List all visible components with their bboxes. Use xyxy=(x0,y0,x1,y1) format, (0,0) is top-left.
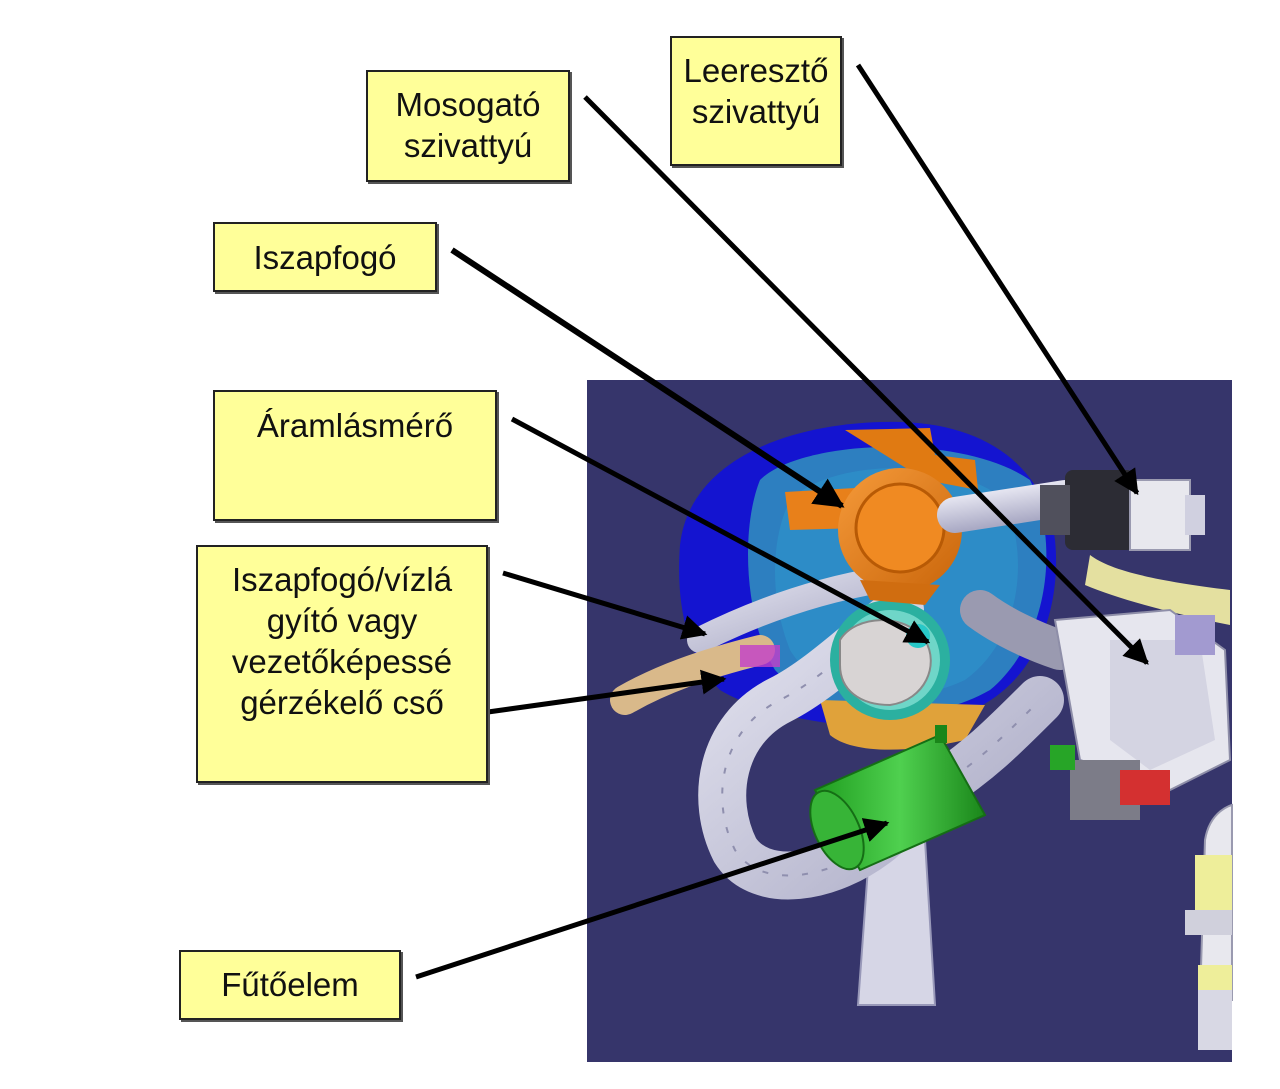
arrow-iszapfogo xyxy=(450,247,845,509)
arrow-cso-lower xyxy=(487,669,727,715)
label-sludge-pipe: Iszapfogó/vízlá gyító vagy vezetőképessé… xyxy=(196,545,488,783)
label-line: szivattyú xyxy=(691,93,821,130)
label-line: Áramlásmérő xyxy=(256,407,454,444)
label-wash-pump: Mosogató szivattyú xyxy=(366,70,570,182)
label-line: Iszapfogó/vízlá xyxy=(231,561,453,598)
arrow-futoelem xyxy=(415,818,890,980)
wash-pump xyxy=(785,428,978,605)
side-pipes xyxy=(1185,803,1233,1050)
label-line: Iszapfogó xyxy=(253,239,397,276)
label-line: Fűtőelem xyxy=(221,966,359,1003)
label-line: gyító vagy xyxy=(266,602,418,639)
flow-meter xyxy=(830,600,950,720)
arrow-leereszto xyxy=(855,63,1140,496)
label-flow-meter: Áramlásmérő xyxy=(213,390,497,521)
arrow-cso-upper xyxy=(502,570,708,640)
label-drain-pump: Leeresztő szivattyú xyxy=(670,36,842,166)
arrow-aramlasmero xyxy=(510,416,931,645)
label-line: Leeresztő xyxy=(683,52,829,89)
label-line: vezetőképessé xyxy=(231,643,453,680)
heater-element xyxy=(809,725,987,872)
label-line: Mosogató xyxy=(395,86,541,123)
circulation-motor xyxy=(1050,608,1232,820)
sludge-trap-pipe xyxy=(687,567,893,653)
label-line: gérzékelő cső xyxy=(240,684,444,721)
label-heater: Fűtőelem xyxy=(179,950,401,1020)
label-line: szivattyú xyxy=(403,127,533,164)
label-sludge-trap: Iszapfogó xyxy=(213,222,437,292)
arrow-mosogato xyxy=(583,95,1149,665)
